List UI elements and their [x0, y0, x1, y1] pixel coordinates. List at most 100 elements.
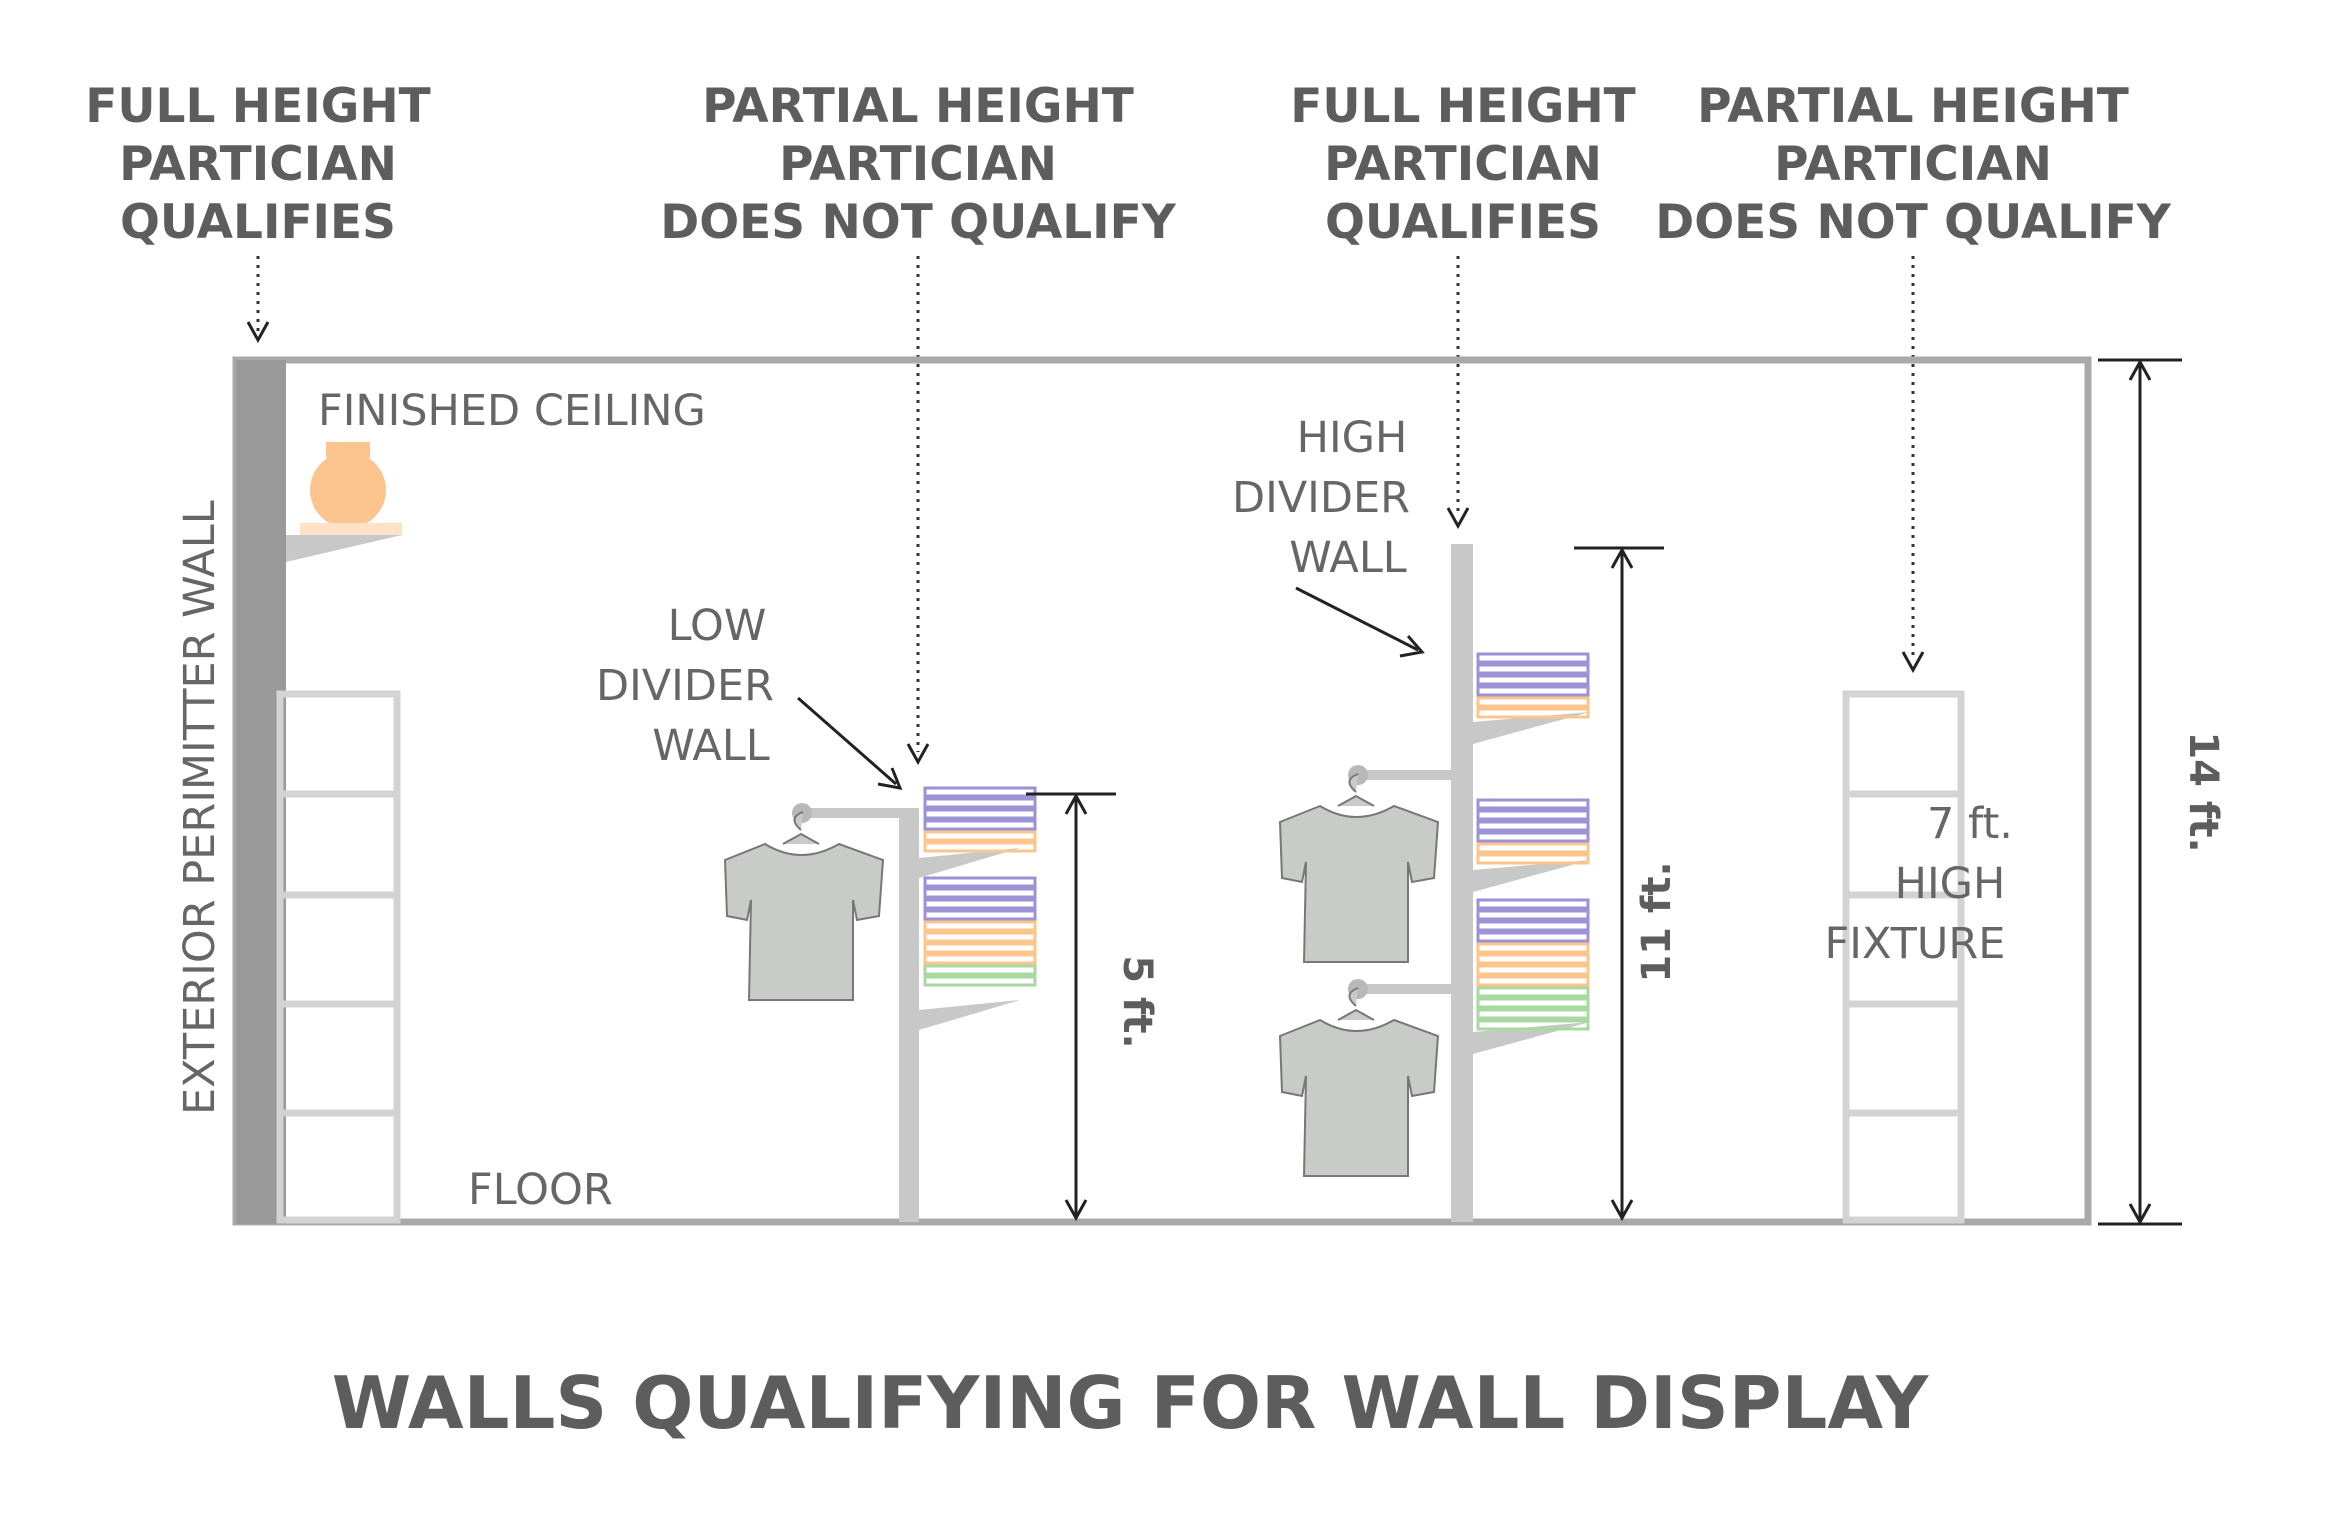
pointer-arrowhead: [246, 321, 270, 344]
low-wall-dimension: 5 ft.: [1026, 792, 1160, 1222]
high-fixture: [1842, 690, 1965, 1224]
shelf-bracket: [1473, 1022, 1590, 1054]
tshirt-icon: [1278, 987, 1440, 1177]
header-line: PARTICIAN: [779, 137, 1057, 192]
hanger: [1337, 794, 1375, 807]
dim-arrowhead: [2128, 1203, 2152, 1226]
dim-arrowhead: [2128, 358, 2152, 381]
hanger-hook: [793, 811, 804, 831]
folded-item: [1476, 809, 1590, 821]
folded-stack: [923, 786, 1037, 853]
vase-icon: [310, 452, 386, 528]
folded-item: [1476, 652, 1590, 664]
hang-rail: [1362, 770, 1452, 780]
folded-stack: [1476, 652, 1590, 719]
room-outline: [232, 356, 2092, 1226]
folded-item: [923, 808, 1037, 820]
folded-item: [1476, 685, 1590, 697]
dim-arrowhead: [1610, 1199, 1634, 1222]
folded-item: [1476, 707, 1590, 719]
hang-rail: [808, 808, 900, 818]
vase-neck: [326, 442, 370, 458]
header-line: FULL HEIGHT: [1290, 79, 1635, 134]
header-line: PARTICIAN: [119, 137, 397, 192]
folded-item: [923, 975, 1037, 987]
header-line: PARTICIAN: [1774, 137, 2052, 192]
ceiling-height-label: 14 ft.: [2180, 731, 2226, 852]
low-divider-label-line: LOW: [668, 601, 767, 651]
dim-arrowhead: [1064, 1199, 1088, 1222]
folded-item: [1476, 942, 1590, 954]
header-line: DOES NOT QUALIFY: [1655, 195, 2172, 250]
folded-item: [1476, 1019, 1590, 1031]
tshirt-icon: [723, 811, 885, 1001]
folded-stack: [923, 876, 1037, 987]
folded-item: [1476, 931, 1590, 943]
folded-item: [923, 953, 1037, 965]
low-wall-height-label: 5 ft.: [1114, 955, 1160, 1048]
ceiling-dimension: 14 ft.: [2098, 358, 2226, 1226]
tshirt-body: [1278, 804, 1440, 963]
header-partial-height-right: PARTIAL HEIGHT PARTICIAN DOES NOT QUALIF…: [1655, 79, 2172, 250]
high-wall-dimension: 11 ft.: [1574, 546, 1680, 1222]
high-wall-height-label: 11 ft.: [1634, 861, 1680, 982]
folded-stack: [1476, 898, 1590, 1031]
dim-arrowhead: [1610, 546, 1634, 569]
header-full-height-right: FULL HEIGHT PARTICIAN QUALIFIES: [1290, 79, 1635, 250]
low-divider-wall: [792, 786, 1037, 1222]
folded-item: [1476, 1008, 1590, 1020]
folded-item: [1476, 909, 1590, 921]
folded-item: [923, 786, 1037, 798]
folded-item: [923, 964, 1037, 976]
folded-item: [1476, 920, 1590, 932]
low-divider-arrowhead: [877, 767, 903, 790]
hang-rail: [1362, 984, 1452, 994]
high-divider-label-line: DIVIDER: [1232, 473, 1410, 523]
vase-shelf: [286, 442, 402, 562]
tshirt-body: [723, 842, 885, 1001]
folded-item: [1476, 674, 1590, 686]
folded-item: [1476, 853, 1590, 865]
header-line: PARTICIAN: [1324, 137, 1602, 192]
folded-item: [923, 931, 1037, 943]
fixture-label-line: 7 ft.: [1927, 799, 2013, 849]
shelf-bracket: [919, 1000, 1020, 1030]
hanger: [782, 832, 820, 845]
header-line: FULL HEIGHT: [85, 79, 430, 134]
wall-shelf: [300, 523, 402, 535]
header-line: PARTIAL HEIGHT: [1697, 79, 2129, 134]
header-partial-height-left: PARTIAL HEIGHT PARTICIAN DOES NOT QUALIF…: [660, 79, 1177, 250]
tshirt-body: [1278, 1018, 1440, 1177]
high-divider-label-line: HIGH: [1297, 413, 1408, 463]
folded-item: [1476, 663, 1590, 675]
exterior-wall-label: EXTERIOR PERIMITTER WALL: [175, 500, 225, 1115]
folded-item: [923, 909, 1037, 921]
header-line: PARTIAL HEIGHT: [702, 79, 1134, 134]
low-divider-pole: [899, 808, 919, 1222]
folded-item: [923, 876, 1037, 888]
shelf-bracket: [1473, 712, 1590, 744]
pointer-arrowhead: [1446, 507, 1470, 530]
high-divider-pole: [1451, 544, 1473, 1222]
hanger-hook: [1348, 773, 1359, 793]
low-divider-label-line: DIVIDER: [596, 661, 774, 711]
header-line: QUALIFIES: [1325, 195, 1601, 250]
header-line: DOES NOT QUALIFY: [660, 195, 1177, 250]
fixture-label-line: FIXTURE: [1825, 919, 2006, 969]
folded-item: [1476, 953, 1590, 965]
header-full-height-left: FULL HEIGHT PARTICIAN QUALIFIES: [85, 79, 430, 250]
shelving-frame: [276, 690, 401, 1224]
pointer-arrowhead: [1901, 651, 1925, 674]
header-pointers: [246, 256, 1925, 766]
floor-label: FLOOR: [468, 1165, 613, 1215]
high-divider-label-line: WALL: [1289, 533, 1407, 583]
folded-item: [923, 920, 1037, 932]
folded-item: [1476, 975, 1590, 987]
folded-item: [1476, 964, 1590, 976]
fixture-frame: [1842, 690, 1965, 1224]
hanger: [1337, 1008, 1375, 1021]
shelf-bracket: [286, 535, 402, 562]
low-divider-pointer: [797, 696, 897, 786]
folded-item: [1476, 696, 1590, 708]
folded-item: [923, 887, 1037, 899]
